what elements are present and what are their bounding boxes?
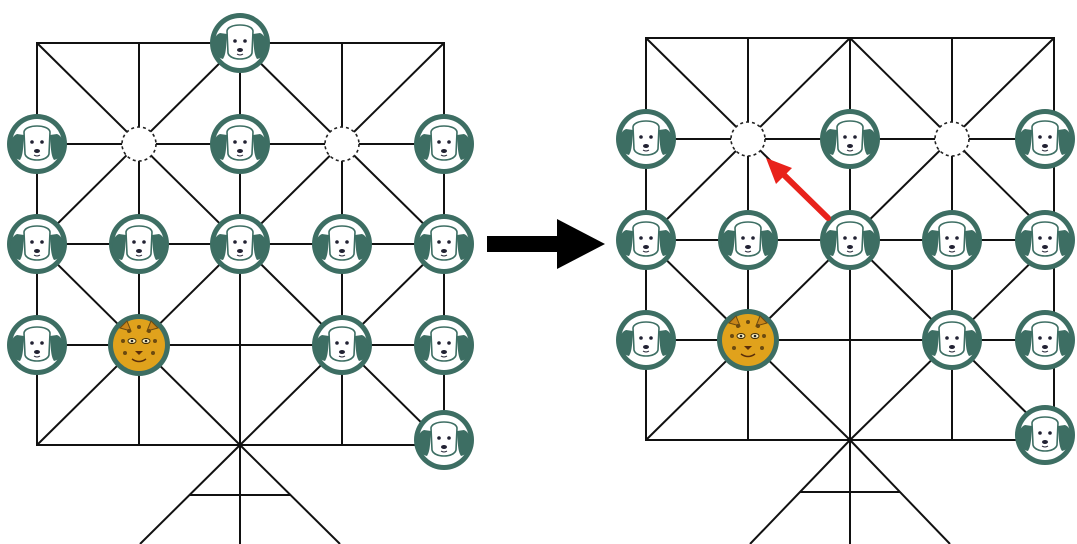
right-arrow-icon [487,219,605,269]
dog-token-icon[interactable] [615,309,677,371]
dog-token-icon[interactable] [413,409,475,471]
jaguar-token-icon[interactable] [716,308,780,372]
jaguar-token-icon[interactable] [107,313,171,377]
dog-token-icon[interactable] [413,213,475,275]
dog-token-icon[interactable] [921,309,983,371]
dog-token-icon[interactable] [615,209,677,271]
left-board [6,12,475,544]
dog-token-icon[interactable] [717,209,779,271]
dog-token-icon[interactable] [819,108,881,170]
right-board [615,37,1076,544]
dog-token-icon[interactable] [311,314,373,376]
dog-token-icon[interactable] [209,12,271,74]
dog-token-icon[interactable] [1014,404,1076,466]
empty-point-icon[interactable] [730,121,766,157]
dog-token-icon[interactable] [413,314,475,376]
dog-token-icon[interactable] [921,209,983,271]
empty-point-icon[interactable] [324,126,360,162]
dog-token-icon[interactable] [615,108,677,170]
move-arrow-icon [766,158,831,221]
empty-point-icon[interactable] [934,121,970,157]
dog-token-icon[interactable] [1014,309,1076,371]
dog-token-icon[interactable] [413,113,475,175]
dog-token-icon[interactable] [209,213,271,275]
dog-token-icon[interactable] [209,113,271,175]
dog-token-icon[interactable] [1014,209,1076,271]
dog-token-icon[interactable] [311,213,373,275]
dog-token-icon[interactable] [6,113,68,175]
dog-token-icon[interactable] [6,213,68,275]
empty-point-icon[interactable] [121,126,157,162]
dog-token-icon[interactable] [1014,108,1076,170]
dog-token-icon[interactable] [6,314,68,376]
dog-token-icon[interactable] [108,213,170,275]
